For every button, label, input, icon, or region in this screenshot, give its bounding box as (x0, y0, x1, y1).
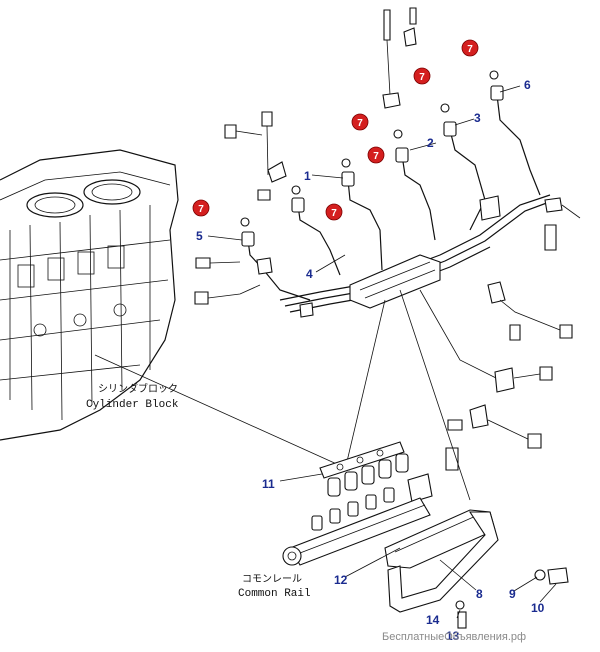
part-number-4: 4 (306, 267, 313, 281)
pipe-manifold (349, 195, 501, 309)
svg-text:7: 7 (467, 44, 473, 55)
callout-7-d: 7 (367, 146, 385, 164)
rail-leader-right (399, 289, 471, 501)
pipe-nuts (241, 85, 504, 247)
part-number-12: 12 (334, 573, 348, 587)
part-number-13: 13 (446, 629, 460, 643)
brackets-bolts (194, 7, 417, 318)
part-number-5: 5 (196, 229, 203, 243)
common-rail-label-en: Common Rail (238, 588, 311, 600)
common-rail-label-jp: コモンレール (242, 574, 302, 585)
part-number-10: 10 (531, 601, 545, 615)
block-leader-line (94, 354, 351, 471)
svg-text:7: 7 (373, 151, 379, 162)
part-number-6: 6 (524, 78, 531, 92)
number-leaders (207, 85, 557, 619)
svg-text:7: 7 (419, 72, 425, 83)
part-number-3: 3 (474, 111, 481, 125)
callout-7-a: 7 (461, 39, 479, 57)
callout-7-e: 7 (325, 203, 343, 221)
svg-text:7: 7 (357, 118, 363, 129)
part-number-1: 1 (304, 169, 311, 183)
cylinder-block-label-en: Cylinder Block (86, 399, 179, 411)
cylinder-block (0, 149, 179, 441)
callout-7-c: 7 (351, 113, 369, 131)
part-number-9: 9 (509, 587, 516, 601)
rail-leader-left (344, 299, 386, 471)
right-brackets (419, 197, 581, 471)
callout-7-b: 7 (413, 67, 431, 85)
part-number-2: 2 (427, 136, 434, 150)
common-rail-assembly (282, 441, 569, 629)
part-number-11: 11 (262, 477, 275, 491)
watermark-text: БесплатныеОбъявления.рф (382, 631, 526, 643)
o-rings (240, 70, 499, 227)
callout-7-f: 7 (192, 199, 210, 217)
cylinder-block-label-jp: シリンダブロック (98, 382, 178, 395)
part-number-8: 8 (476, 587, 483, 601)
svg-text:7: 7 (198, 204, 204, 215)
part-number-14: 14 (426, 613, 440, 627)
svg-text:7: 7 (331, 208, 337, 219)
